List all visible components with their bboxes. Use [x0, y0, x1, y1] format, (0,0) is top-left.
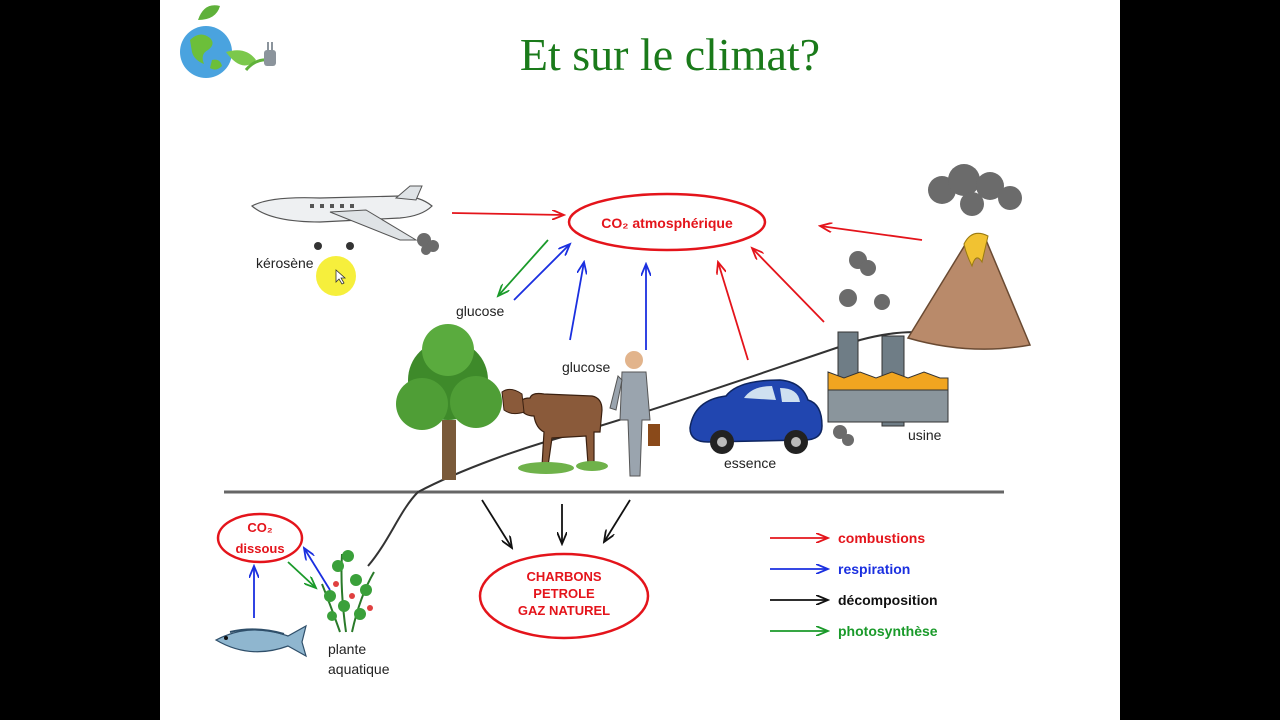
carbon-cycle-diagram: CO₂ atmosphérique kérosène	[160, 0, 1120, 720]
plante-label-1: plante	[328, 641, 366, 657]
kerosene-label: kérosène	[256, 255, 314, 271]
co2-dissolved-label-1: CO₂	[247, 520, 273, 535]
smoke-cloud-icon	[928, 164, 1022, 216]
fossil-fuels-node: CHARBONS PETROLE GAZ NATUREL	[480, 554, 648, 638]
co2-dissolved-node: CO₂ dissous	[218, 514, 302, 562]
legend-label-combustions: combustions	[838, 530, 925, 546]
legend-label-respiration: respiration	[838, 561, 910, 577]
legend-item-respiration: respiration	[770, 561, 910, 577]
arrow-kerosene-combustion	[452, 213, 564, 215]
legend-label-decomposition: décomposition	[838, 592, 938, 608]
arrow-volcano-combustion	[820, 226, 922, 240]
arrow-car-combustion	[718, 262, 748, 360]
arrow-tree-photosynthesis	[498, 240, 548, 296]
co2-atmospheric-node: CO₂ atmosphérique	[569, 194, 765, 250]
usine-label: usine	[908, 427, 942, 443]
plante-label-2: aquatique	[328, 661, 390, 677]
glucose-cow-label: glucose	[562, 359, 610, 375]
factory-icon	[828, 332, 948, 426]
businessman-icon	[610, 351, 660, 476]
arrow-decomposition-3	[604, 500, 630, 542]
co2-dissolved-label-2: dissous	[235, 541, 284, 556]
glucose-tree-label: glucose	[456, 303, 504, 319]
legend-item-decomposition: décomposition	[770, 592, 938, 608]
tree-icon	[396, 324, 502, 480]
aquatic-plant-icon	[322, 550, 374, 632]
legend-item-photosynthesis: photosynthèse	[770, 623, 938, 639]
cow-icon	[502, 389, 608, 474]
airplane-icon	[252, 186, 432, 250]
fossil-charbons-label: CHARBONS	[526, 569, 601, 584]
fossil-petrole-label: PETROLE	[533, 586, 595, 601]
essence-label: essence	[724, 455, 776, 471]
arrow-tree-respiration	[514, 244, 570, 300]
volcano-icon	[908, 233, 1030, 349]
arrow-factory-combustion	[752, 248, 824, 322]
legend: combustions respiration décomposition ph…	[770, 530, 938, 639]
slide: Et sur le climat? CO₂ atmosphérique	[160, 0, 1120, 720]
legend-item-combustions: combustions	[770, 530, 925, 546]
fish-icon	[216, 626, 306, 656]
arrow-plant-respiration	[304, 548, 330, 590]
fossil-gaz-label: GAZ NATUREL	[518, 603, 610, 618]
smoke-cloud-icon	[417, 233, 439, 255]
arrow-plant-photosynthesis	[288, 562, 316, 588]
legend-label-photosynthesis: photosynthèse	[838, 623, 938, 639]
arrow-decomposition-1	[482, 500, 512, 548]
co2-atmospheric-label: CO₂ atmosphérique	[601, 215, 733, 231]
cursor-highlight-icon	[316, 256, 356, 296]
arrow-cow-respiration	[570, 262, 584, 340]
